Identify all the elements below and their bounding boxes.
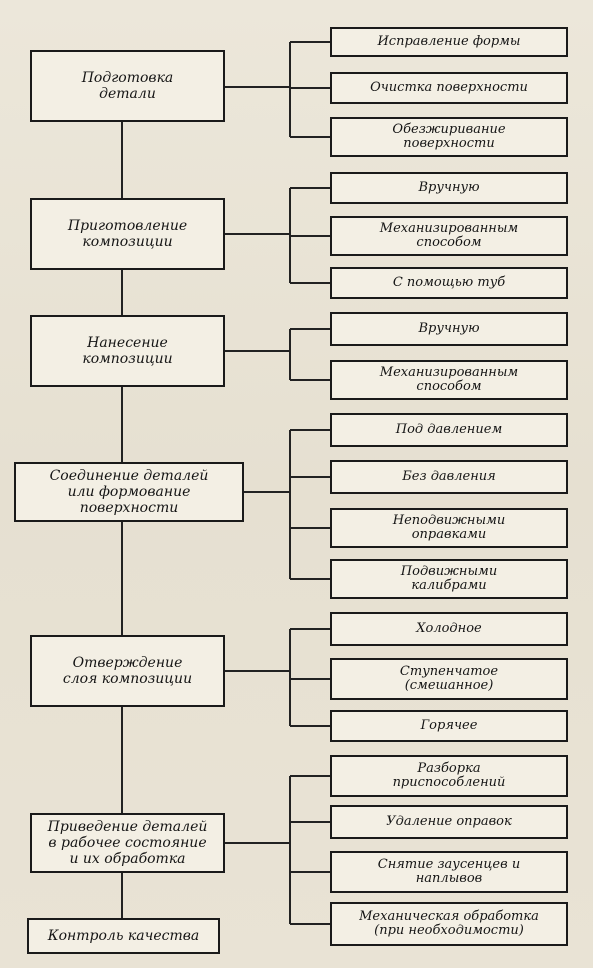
option-mechanized: Механизированным способом [330, 360, 568, 400]
option-stepped: Ступенчатое (смешанное) [330, 658, 568, 700]
option-manual: Вручную [330, 312, 568, 346]
stage-finishing: Приведение деталей в рабочее состояние и… [30, 813, 225, 873]
stage-joining: Соединение деталей или формование поверх… [14, 462, 244, 522]
option-shape-correction: Исправление формы [330, 27, 568, 57]
option-deburring: Снятие заусенцев и наплывов [330, 851, 568, 893]
stage-preparation: Подготовка детали [30, 50, 225, 122]
stage-curing: Отверждение слоя композиции [30, 635, 225, 707]
option-tubes: С помощью туб [330, 267, 568, 299]
stage-composition-prep: Приготовление композиции [30, 198, 225, 270]
option-no-pressure: Без давления [330, 460, 568, 494]
option-degreasing: Обезжиривание поверхности [330, 117, 568, 157]
option-fixture-disassembly: Разборка приспособлений [330, 755, 568, 797]
option-mechanized: Механизированным способом [330, 216, 568, 256]
option-surface-cleaning: Очистка поверхности [330, 72, 568, 104]
option-fixed-mandrels: Неподвижными оправками [330, 508, 568, 548]
option-moving-calibers: Подвижными калибрами [330, 559, 568, 599]
option-machining: Механическая обработка (при необходимост… [330, 902, 568, 946]
stage-application: Нанесение композиции [30, 315, 225, 387]
option-cold: Холодное [330, 612, 568, 646]
option-manual: Вручную [330, 172, 568, 204]
option-under-pressure: Под давлением [330, 413, 568, 447]
stage-quality-control: Контроль качества [27, 918, 220, 954]
option-mandrel-removal: Удаление оправок [330, 805, 568, 839]
option-hot: Горячее [330, 710, 568, 742]
